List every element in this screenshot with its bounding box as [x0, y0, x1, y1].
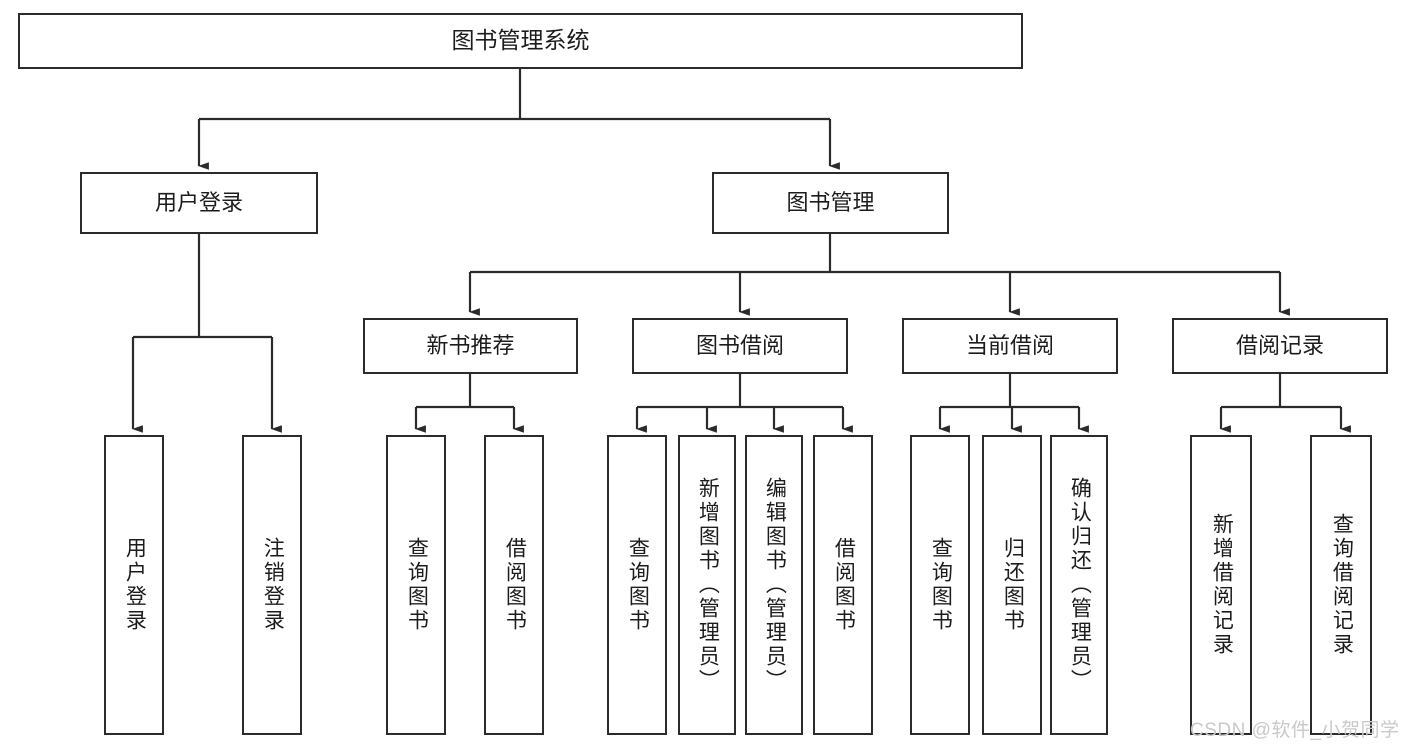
node-leaf-user-login[interactable]: 用户登录	[104, 435, 164, 735]
node-book-borrow[interactable]: 图书借阅	[632, 318, 848, 374]
node-leaf-query-record[interactable]: 查询借阅记录	[1310, 435, 1372, 735]
node-borrow-record[interactable]: 借阅记录	[1172, 318, 1388, 374]
node-leaf-borrow-book-1[interactable]: 借阅图书	[484, 435, 544, 735]
node-leaf-edit-book-label: 编辑图书（管理员）	[763, 477, 787, 693]
node-leaf-user-login-label: 用户登录	[123, 537, 147, 633]
node-leaf-add-book[interactable]: 新增图书（管理员）	[678, 435, 736, 735]
node-leaf-logout[interactable]: 注销登录	[242, 435, 302, 735]
node-leaf-borrow-book-2[interactable]: 借阅图书	[813, 435, 873, 735]
node-current-borrow-label: 当前借阅	[965, 333, 1054, 359]
node-leaf-query-book-3-label: 查询图书	[929, 537, 953, 633]
node-leaf-query-book-1-label: 查询图书	[405, 537, 429, 633]
node-leaf-query-book-3[interactable]: 查询图书	[910, 435, 970, 735]
node-leaf-query-record-label: 查询借阅记录	[1330, 513, 1354, 657]
node-book-borrow-label: 图书借阅	[695, 333, 784, 359]
node-borrow-record-label: 借阅记录	[1235, 333, 1324, 359]
node-leaf-edit-book[interactable]: 编辑图书（管理员）	[745, 435, 803, 735]
node-leaf-return-book-label: 归还图书	[1001, 537, 1025, 633]
node-leaf-logout-label: 注销登录	[261, 537, 285, 633]
node-book-manage-label: 图书管理	[786, 190, 875, 216]
node-leaf-query-book-1[interactable]: 查询图书	[386, 435, 446, 735]
node-new-book-recommend[interactable]: 新书推荐	[363, 318, 578, 374]
node-current-borrow[interactable]: 当前借阅	[902, 318, 1118, 374]
csdn-watermark: CSDN @软件_小贺同学	[1190, 720, 1400, 741]
node-leaf-add-record-label: 新增借阅记录	[1210, 513, 1234, 657]
node-leaf-add-book-label: 新增图书（管理员）	[696, 477, 720, 693]
node-leaf-borrow-book-2-label: 借阅图书	[832, 537, 856, 633]
node-leaf-confirm-return-label: 确认归还（管理员）	[1068, 477, 1092, 693]
node-root[interactable]: 图书管理系统	[18, 13, 1023, 69]
node-leaf-confirm-return[interactable]: 确认归还（管理员）	[1050, 435, 1108, 735]
node-new-book-recommend-label: 新书推荐	[426, 333, 515, 359]
node-leaf-borrow-book-1-label: 借阅图书	[503, 537, 527, 633]
node-leaf-query-book-2-label: 查询图书	[626, 537, 650, 633]
node-leaf-return-book[interactable]: 归还图书	[982, 435, 1042, 735]
node-user-login-label: 用户登录	[154, 190, 243, 216]
node-leaf-add-record[interactable]: 新增借阅记录	[1190, 435, 1252, 735]
node-book-manage[interactable]: 图书管理	[712, 172, 949, 234]
node-root-label: 图书管理系统	[451, 27, 590, 54]
node-leaf-query-book-2[interactable]: 查询图书	[607, 435, 667, 735]
node-user-login[interactable]: 用户登录	[80, 172, 318, 234]
